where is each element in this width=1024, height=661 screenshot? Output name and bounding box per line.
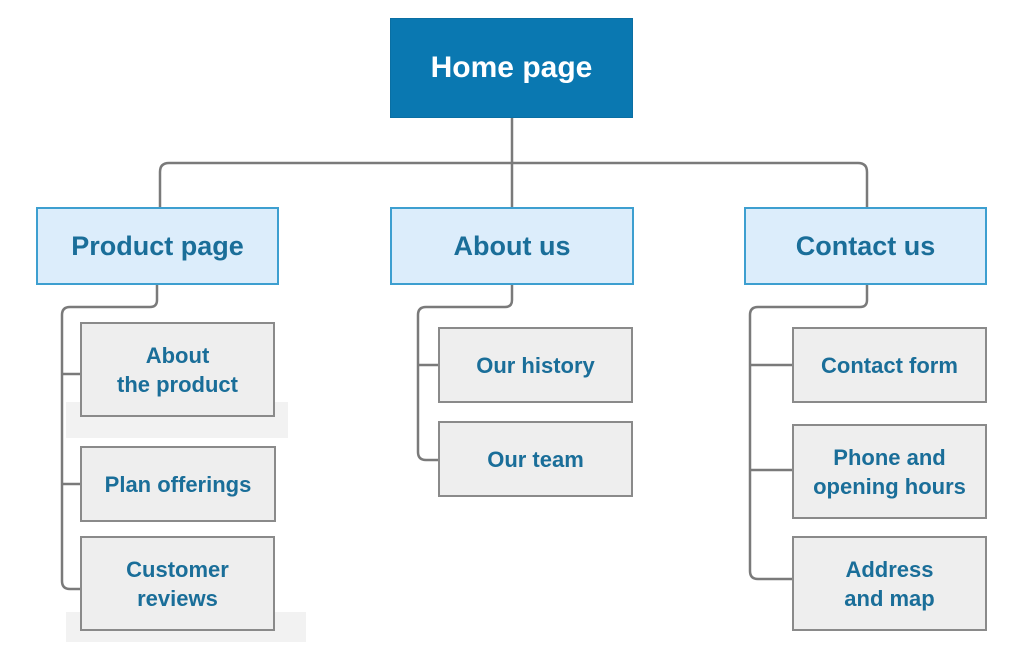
node-our-history: Our history (438, 327, 633, 403)
node-contact-form: Contact form (792, 327, 987, 403)
node-plan-offerings: Plan offerings (80, 446, 276, 522)
connector-product-trunk (60, 285, 159, 591)
node-address-and-map: Address and map (792, 536, 987, 631)
node-about-the-product: About the product (80, 322, 275, 417)
node-contact-us: Contact us (744, 207, 987, 285)
node-about-us: About us (390, 207, 634, 285)
node-customer-reviews: Customer reviews (80, 536, 275, 631)
connector-contact-trunk (748, 285, 869, 581)
connector-about-trunk (416, 285, 514, 462)
node-phone-and-opening-hours: Phone and opening hours (792, 424, 987, 519)
node-product-page: Product page (36, 207, 279, 285)
node-our-team: Our team (438, 421, 633, 497)
connector-root-bus (158, 161, 869, 207)
node-home-page: Home page (390, 18, 633, 118)
